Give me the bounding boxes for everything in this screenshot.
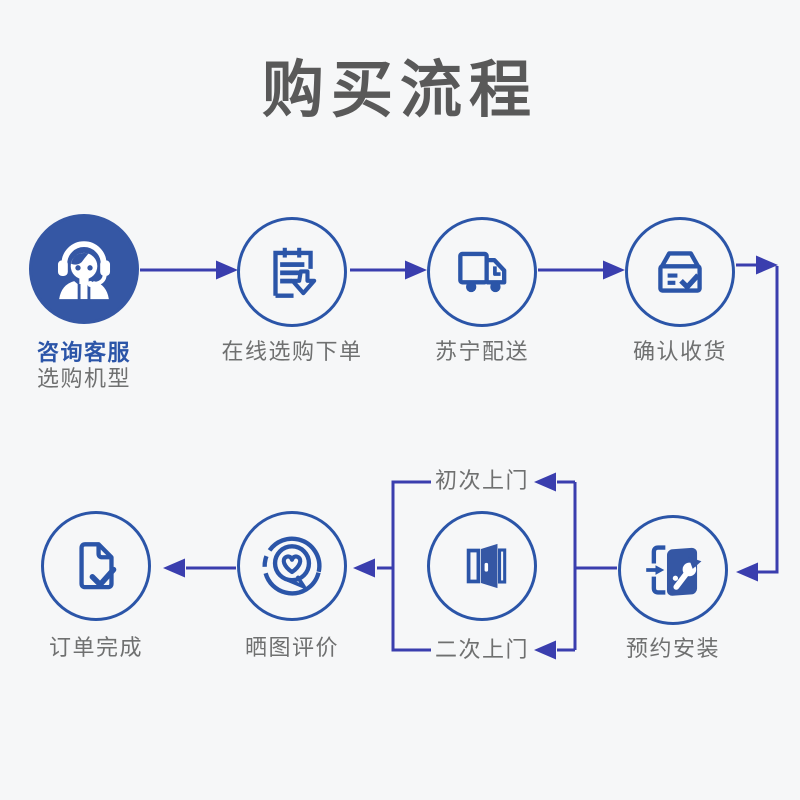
door-wrench-icon bbox=[646, 545, 702, 596]
consult-sublabel: 选购机型 bbox=[36, 365, 132, 391]
step-circle-delivery bbox=[427, 217, 537, 327]
delivery-label: 苏宁配送 bbox=[434, 338, 530, 364]
step-circle-review bbox=[237, 511, 347, 621]
arrow-delivery-to-receive bbox=[538, 260, 625, 280]
step-circle-order bbox=[237, 217, 347, 327]
complete-label: 订单完成 bbox=[48, 634, 144, 660]
arrow-review-to-complete bbox=[163, 558, 236, 578]
order-list-icon bbox=[273, 247, 317, 298]
receive-label: 确认收货 bbox=[632, 338, 728, 364]
heart-bubble-icon bbox=[262, 536, 322, 596]
second-visit-label: 二次上门 bbox=[434, 636, 530, 662]
order-label: 在线选购下单 bbox=[221, 338, 363, 364]
arrow-receive-to-install bbox=[736, 255, 779, 582]
step-circle-install bbox=[618, 515, 728, 625]
step-circle-consult bbox=[29, 214, 139, 324]
document-check-icon bbox=[79, 542, 117, 590]
package-check-icon bbox=[658, 251, 702, 293]
customer-service-icon bbox=[57, 241, 111, 300]
page-title: 购买流程 bbox=[261, 56, 538, 125]
step-circle-complete bbox=[41, 511, 151, 621]
step-circle-door-visit bbox=[427, 511, 537, 621]
arrow-order-to-delivery bbox=[350, 260, 427, 280]
delivery-truck-icon bbox=[458, 251, 507, 293]
install-label: 预约安装 bbox=[625, 635, 721, 661]
consult-label: 咨询客服 bbox=[36, 339, 132, 365]
arrow-branches-to-review bbox=[353, 558, 393, 578]
review-label: 晒图评价 bbox=[244, 634, 340, 660]
step-circle-receive bbox=[625, 217, 735, 327]
arrow-consult-to-order bbox=[140, 260, 238, 280]
open-door-icon bbox=[466, 543, 507, 589]
first-visit-label: 初次上门 bbox=[434, 467, 530, 493]
